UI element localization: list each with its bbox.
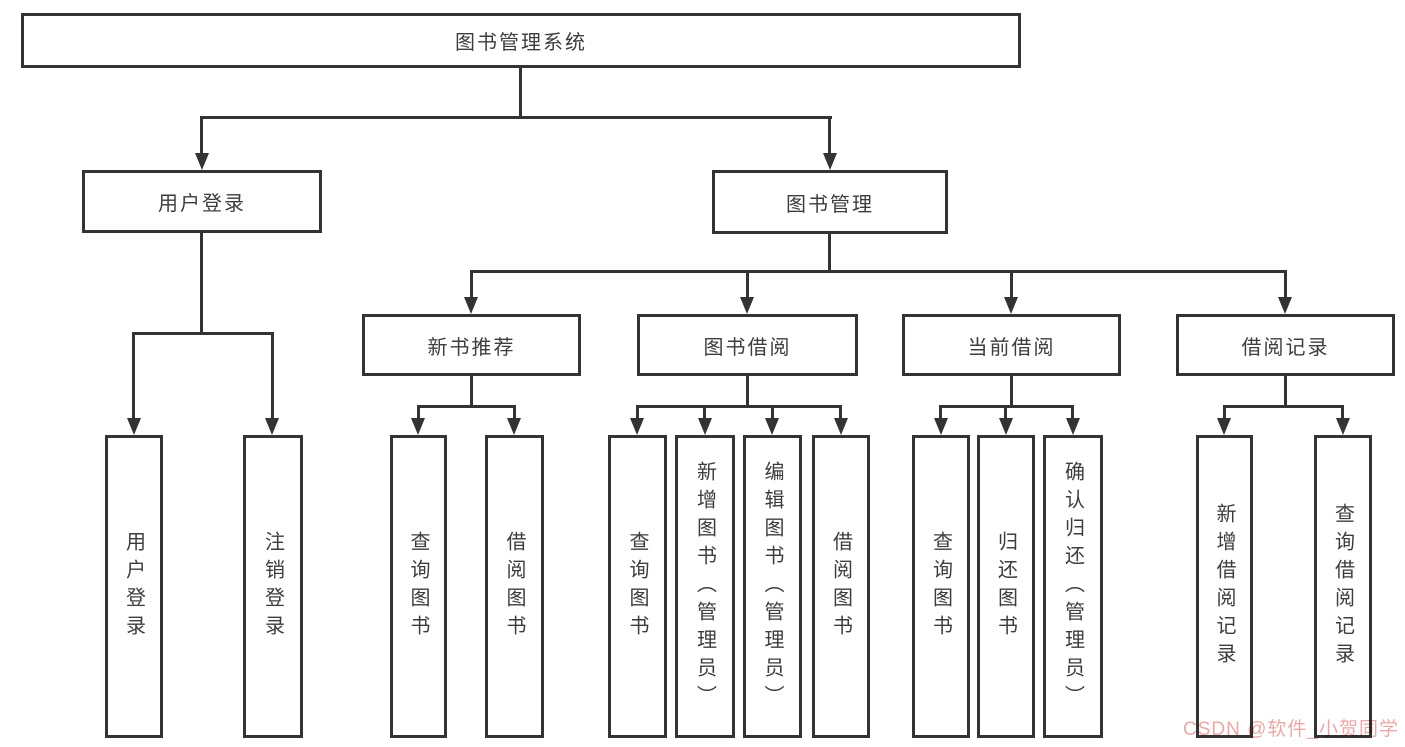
arrowhead-icon <box>630 418 644 435</box>
connector-line <box>746 270 749 299</box>
connector-line <box>939 405 942 420</box>
connector-line <box>513 405 516 420</box>
connector-line <box>418 405 516 408</box>
node-leaf-query-borrow-record: 查询借阅记录 <box>1314 435 1372 738</box>
connector-line <box>417 405 420 420</box>
arrowhead-icon <box>1336 418 1350 435</box>
node-leaf-user-login: 用户登录 <box>105 435 163 738</box>
node-leaf-logout: 注销登录 <box>243 435 303 738</box>
node-new-book-recommend: 新书推荐 <box>362 314 581 376</box>
connector-line <box>470 270 473 299</box>
node-leaf-borrow-book: 借阅图书 <box>812 435 870 738</box>
connector-line <box>1010 376 1013 408</box>
node-book-borrowing: 图书借阅 <box>637 314 858 376</box>
connector-line <box>200 233 203 335</box>
connector-line <box>1004 405 1007 420</box>
connector-line <box>746 376 749 408</box>
csdn-watermark: CSDN @软件_小贺同学 <box>1183 719 1399 740</box>
arrowhead-icon <box>765 418 779 435</box>
connector-line <box>1284 270 1287 299</box>
connector-line <box>839 405 842 420</box>
connector-line <box>200 116 203 156</box>
arrowhead-icon <box>411 418 425 435</box>
node-leaf-return-book: 归还图书 <box>977 435 1035 738</box>
arrowhead-icon <box>999 418 1013 435</box>
connector-line <box>703 405 706 420</box>
connector-line <box>519 68 522 119</box>
node-leaf-borrow-book-recommend: 借阅图书 <box>485 435 544 738</box>
arrowhead-icon <box>1066 418 1080 435</box>
connector-line <box>941 405 1073 408</box>
arrowhead-icon <box>740 297 754 314</box>
node-user-login: 用户登录 <box>82 170 322 233</box>
connector-line <box>1224 405 1344 408</box>
node-leaf-edit-book-admin: 编辑图书（管理员） <box>743 435 802 738</box>
connector-line <box>133 332 274 335</box>
node-leaf-confirm-return-admin: 确认归还（管理员） <box>1043 435 1103 738</box>
connector-line <box>771 405 774 420</box>
arrowhead-icon <box>834 418 848 435</box>
arrowhead-icon <box>195 153 209 170</box>
arrowhead-icon <box>127 418 141 435</box>
connector-line <box>1284 376 1287 408</box>
arrowhead-icon <box>1278 297 1292 314</box>
connector-line <box>1010 270 1013 299</box>
connector-line <box>637 405 842 408</box>
connector-line <box>271 332 274 420</box>
arrowhead-icon <box>507 418 521 435</box>
connector-line <box>636 405 639 420</box>
connector-line <box>828 116 831 156</box>
node-library-system: 图书管理系统 <box>21 13 1021 68</box>
arrowhead-icon <box>1004 297 1018 314</box>
connector-line <box>200 116 832 119</box>
node-leaf-add-book-admin: 新增图书（管理员） <box>675 435 735 738</box>
arrowhead-icon <box>265 418 279 435</box>
connector-line <box>1223 405 1226 420</box>
connector-line <box>470 376 473 408</box>
node-leaf-query-book-recommend: 查询图书 <box>390 435 447 738</box>
node-borrowing-records: 借阅记录 <box>1176 314 1395 376</box>
connector-line <box>1071 405 1074 420</box>
node-current-borrowing: 当前借阅 <box>902 314 1121 376</box>
arrowhead-icon <box>698 418 712 435</box>
connector-line <box>132 332 135 420</box>
connector-line <box>828 234 831 273</box>
node-leaf-query-current: 查询图书 <box>912 435 970 738</box>
connector-line <box>471 270 1287 273</box>
arrowhead-icon <box>1217 418 1231 435</box>
connector-line <box>1341 405 1344 420</box>
arrowhead-icon <box>464 297 478 314</box>
arrowhead-icon <box>823 153 837 170</box>
node-leaf-add-borrow-record: 新增借阅记录 <box>1196 435 1253 738</box>
node-leaf-query-book: 查询图书 <box>608 435 667 738</box>
node-book-management: 图书管理 <box>712 170 948 234</box>
arrowhead-icon <box>934 418 948 435</box>
